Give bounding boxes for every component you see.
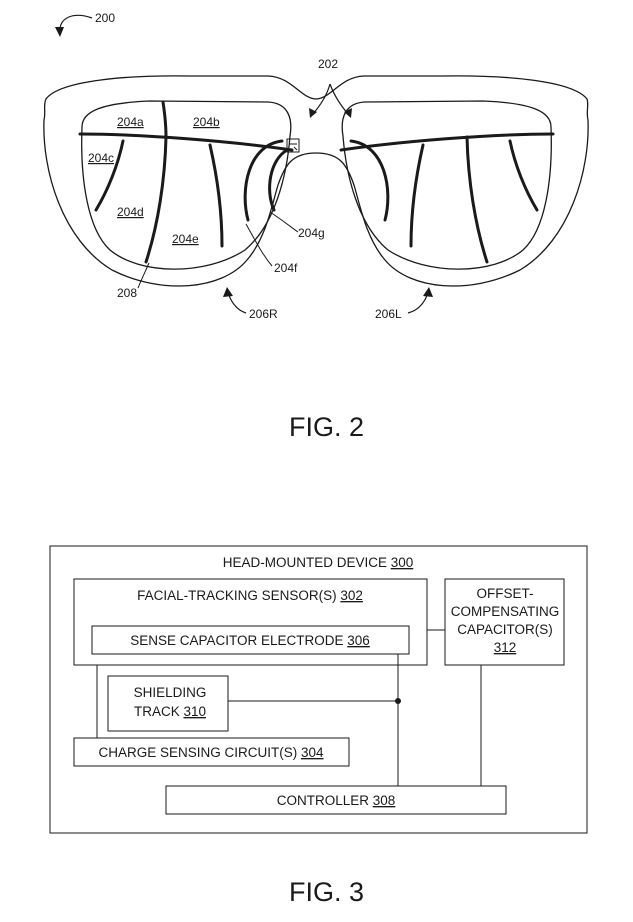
ref-204g: 204g — [298, 226, 325, 240]
ref-204a: 204a — [117, 115, 144, 129]
ref-206R: 206R — [249, 307, 278, 321]
glasses-frame-outer — [43, 75, 589, 287]
leader-204g — [269, 211, 299, 233]
offset-line1: OFFSET- — [477, 586, 534, 601]
electrode-204a-204b-band — [78, 132, 294, 152]
facial-tracking-sensor-label: FACIAL-TRACKING SENSOR(S) 302 — [137, 588, 363, 603]
leader-208 — [137, 262, 150, 289]
left-electrode-4 — [349, 139, 390, 222]
fig3-caption: FIG. 3 — [289, 877, 364, 907]
controller-label: CONTROLLER 308 — [277, 793, 396, 808]
head-mounted-device-label: HEAD-MOUNTED DEVICE 300 — [223, 555, 414, 570]
ref-206L-arrowhead — [423, 287, 433, 297]
right-lens-electrodes — [78, 100, 294, 264]
ref-206R-arrowhead — [223, 287, 233, 297]
left-electrode-1 — [508, 139, 539, 212]
ref-200-arrow — [59, 14, 93, 35]
offset-num: 312 — [494, 640, 517, 655]
charge-sensing-circuit-label: CHARGE SENSING CIRCUIT(S) 304 — [98, 745, 324, 760]
shielding-track-line1: SHIELDING — [134, 685, 207, 700]
ref-204f: 204f — [274, 261, 298, 275]
leader-204f — [245, 223, 273, 267]
fig2-labels: 200 202 204a 204b 204c 204d 204e 204g 20… — [88, 11, 402, 321]
junction-dot — [395, 698, 401, 704]
electrode-204d — [144, 135, 168, 264]
box-head-mounted-device — [49, 545, 588, 834]
left-electrode-2 — [465, 135, 489, 264]
ref-208: 208 — [117, 286, 137, 300]
sensor-module-lead — [290, 143, 298, 151]
box-offset-compensating-capacitor — [444, 578, 565, 666]
electrode-204e — [208, 143, 224, 248]
ref-204c: 204c — [88, 151, 114, 165]
fig3-diagram — [49, 545, 588, 834]
box-sense-capacitor-electrode — [91, 625, 410, 655]
box-charge-sensing-circuit — [73, 737, 350, 767]
ref-202-arrowhead-right — [344, 108, 352, 118]
left-electrode-3 — [409, 143, 425, 248]
sense-capacitor-electrode-label: SENSE CAPACITOR ELECTRODE 306 — [130, 633, 370, 648]
ref-200-arrowhead — [55, 27, 64, 37]
ref-204d: 204d — [117, 205, 144, 219]
electrode-204c — [94, 139, 125, 212]
ref-202-arrowhead-left — [309, 108, 317, 118]
electrode-204g — [268, 148, 289, 212]
electrode-204f — [243, 139, 284, 222]
fig2-drawing — [43, 14, 589, 314]
ref-206L: 206L — [375, 307, 402, 321]
fig2-caption: FIG. 2 — [289, 412, 364, 442]
left-electrode-band — [339, 132, 555, 152]
shielding-track-line2: TRACK 310 — [134, 704, 206, 719]
ref-202: 202 — [318, 57, 338, 71]
offset-line3: CAPACITOR(S) — [457, 622, 553, 637]
box-facial-tracking-sensor — [73, 578, 428, 666]
right-lens-outline — [81, 100, 292, 270]
ref-204e: 204e — [172, 232, 199, 246]
left-lens-electrodes — [339, 132, 555, 264]
box-controller — [165, 785, 507, 815]
offset-line2: COMPENSATING — [451, 604, 560, 619]
sensor-module — [286, 138, 300, 153]
left-lens-outline — [341, 100, 552, 270]
box-shielding-track — [107, 675, 229, 732]
ref-204b: 204b — [193, 115, 220, 129]
electrode-divider-a-b — [161, 100, 168, 139]
fig3-labels: HEAD-MOUNTED DEVICE 300 FACIAL-TRACKING … — [98, 555, 559, 808]
ref-200: 200 — [95, 11, 115, 25]
